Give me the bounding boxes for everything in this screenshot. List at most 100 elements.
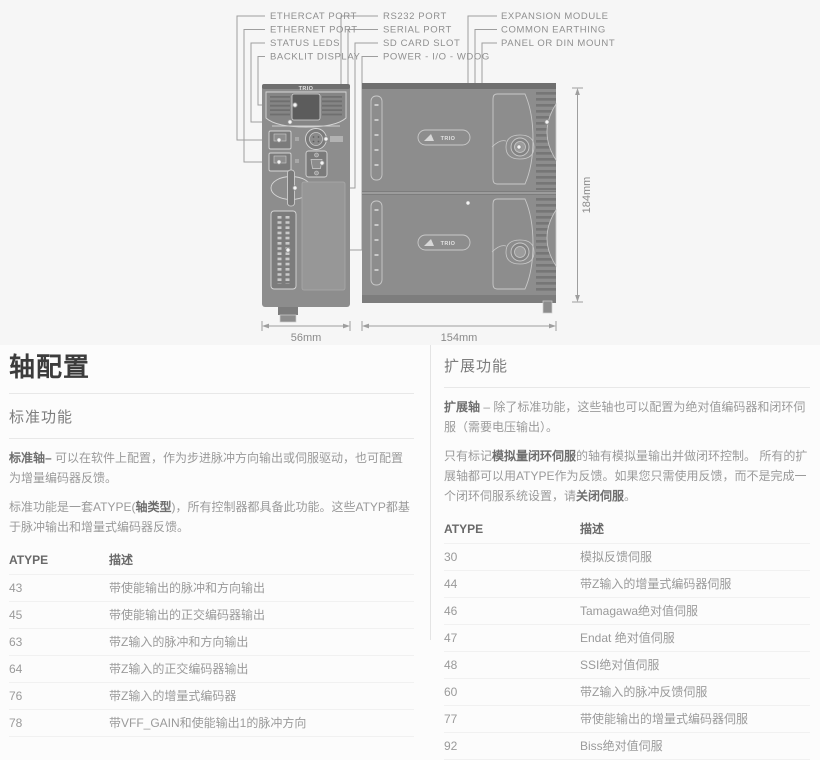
atype-value: 45 — [9, 607, 23, 622]
module-door — [492, 198, 534, 290]
expansion-module-1: TRIO — [370, 92, 557, 190]
column-header-desc: 描述 — [109, 553, 134, 567]
atype-description: 带Z输入的脉冲和方向输出 — [109, 635, 249, 649]
atype-value: 43 — [9, 580, 23, 595]
table-row: 76 带Z输入的增量式编码器 — [9, 683, 414, 710]
table-row: 60 带Z输入的脉冲反馈伺服 — [444, 679, 810, 706]
standard-features-header: 标准功能 — [9, 409, 74, 426]
label-serial-port: SERIAL PORT — [383, 25, 452, 36]
callout-line-ethernet — [243, 29, 277, 163]
atype-description: 带VFF_GAIN和使能输出1的脉冲方向 — [109, 716, 307, 730]
divider — [9, 438, 414, 439]
expansion-module-illustration: TRIO TRIO — [362, 83, 557, 314]
atype-description: 带Z输入的增量式编码器伺服 — [580, 577, 732, 591]
atype-value: 78 — [9, 715, 23, 730]
table-header-row: ATYPE 描述 — [9, 546, 414, 575]
product-diagram-section: TRIO — [0, 0, 820, 345]
bottom-rail — [362, 295, 556, 303]
earthing-screw — [491, 239, 535, 265]
table-row: 47 Endat 绝对值伺服 — [444, 625, 810, 652]
dimension-184mm: 184mm — [581, 177, 593, 214]
callout-dots — [276, 102, 550, 253]
atype-value: 47 — [444, 630, 458, 645]
side-door-panel — [301, 181, 346, 291]
atype-description: Biss绝对值伺服 — [580, 739, 663, 753]
dimension-56mm: 56mm — [291, 332, 322, 344]
rs232-db9-connector — [305, 150, 328, 178]
label-ethernet-port: ETHERNET PORT — [270, 25, 358, 36]
atype-description: 模拟反馈伺服 — [580, 550, 653, 564]
trio-triangle-icon — [424, 134, 434, 141]
standard-atype-table: ATYPE 描述 43 带使能输出的脉冲和方向输出 45 带使能输出的正交编码器… — [9, 546, 414, 737]
axis-configuration-section: 轴配置 标准功能 标准轴– 可以在软件上配置，作为步进脉冲方向输出或伺服驱动，也… — [0, 345, 820, 760]
table-row: 63 带Z输入的脉冲和方向输出 — [9, 629, 414, 656]
label-panel-or-din-mount: PANEL OR DIN MOUNT — [501, 38, 615, 49]
divider — [9, 393, 414, 394]
column-header-desc: 描述 — [580, 522, 605, 536]
table-row: 45 带使能输出的正交编码器输出 — [9, 602, 414, 629]
label-power-io-wdog: POWER - I/O - WDOG — [383, 52, 490, 63]
atype-description: 带使能输出的脉冲和方向输出 — [109, 581, 266, 595]
atype-value: 44 — [444, 576, 458, 591]
atype-description: SSI绝对值伺服 — [580, 658, 660, 672]
divider — [444, 387, 810, 388]
atype-value: 77 — [444, 711, 458, 726]
callout-line-ethercat — [236, 15, 277, 141]
atype-value: 46 — [444, 603, 458, 618]
din-foot — [542, 300, 553, 314]
logo-plate: TRIO — [417, 129, 471, 146]
page-title: 轴配置 — [9, 352, 91, 382]
svg-text:TRIO: TRIO — [441, 241, 456, 247]
label-sd-card-slot: SD CARD SLOT — [383, 38, 460, 49]
table-row: 48 SSI绝对值伺服 — [444, 652, 810, 679]
label-backlit-display: BACKLIT DISPLAY — [270, 52, 361, 63]
expansion-module-2: TRIO — [370, 198, 557, 294]
trio-triangle-icon — [424, 239, 434, 246]
atype-description: Endat 绝对值伺服 — [580, 631, 675, 645]
expanded-para-1: 扩展轴 – 除了标准功能，这些轴也可以配置为绝对值编码器和闭环伺服（需要电压输出… — [444, 400, 806, 434]
module-door — [492, 93, 534, 185]
expanded-para-2: 只有标记模拟量闭环伺服的轴有模拟量输出并做闭环控制。 所有的扩展轴都可以用ATY… — [444, 449, 808, 503]
din-clip-notch — [546, 208, 557, 268]
dimension-154mm: 154mm — [441, 332, 478, 344]
atype-description: 带Z输入的脉冲反馈伺服 — [580, 685, 708, 699]
label-status-leds: STATUS LEDS — [270, 38, 340, 49]
din-clip-notch — [546, 102, 557, 162]
table-row: 46 Tamagawa绝对值伺服 — [444, 598, 810, 625]
table-row: 77 带使能输出的增量式编码器伺服 — [444, 706, 810, 733]
atype-description: 带使能输出的正交编码器输出 — [109, 608, 266, 622]
atype-value: 48 — [444, 657, 458, 672]
indicator-strip — [370, 95, 383, 181]
expanded-features-header: 扩展功能 — [444, 358, 509, 375]
atype-value: 64 — [9, 661, 23, 676]
controller-unit-illustration: TRIO — [262, 84, 350, 323]
serial-port-connector — [305, 128, 343, 150]
bottom-connector — [278, 307, 298, 323]
indicator-strip — [370, 200, 383, 286]
column-header-atype: ATYPE — [444, 521, 484, 536]
atype-description: 带Z输入的正交编码器输出 — [109, 662, 249, 676]
table-row: 43 带使能输出的脉冲和方向输出 — [9, 575, 414, 602]
atype-value: 30 — [444, 549, 458, 564]
atype-description: Tamagawa绝对值伺服 — [580, 604, 699, 618]
table-row: 30 模拟反馈伺服 — [444, 544, 810, 571]
standard-features-column: 轴配置 标准功能 标准轴– 可以在软件上配置，作为步进脉冲方向输出或伺服驱动，也… — [0, 345, 430, 737]
atype-description: 带使能输出的增量式编码器伺服 — [580, 712, 749, 726]
logo-plate: TRIO — [417, 234, 471, 251]
power-io-terminal-block — [270, 210, 297, 290]
column-header-atype: ATYPE — [9, 552, 49, 567]
atype-value: 92 — [444, 738, 458, 753]
table-row: 92 Biss绝对值伺服 — [444, 733, 810, 760]
table-row: 44 带Z输入的增量式编码器伺服 — [444, 571, 810, 598]
atype-description: 带Z输入的增量式编码器 — [109, 689, 237, 703]
expanded-atype-table: ATYPE 描述 30 模拟反馈伺服 44 带Z输入的增量式编码器伺服 — [444, 515, 810, 760]
dimension-arrowheads — [262, 88, 580, 329]
standard-para-2: 标准功能是一套ATYPE(轴类型)，所有控制器都具备此功能。这些ATYP都基于脉… — [9, 500, 410, 534]
label-rs232-port: RS232 PORT — [383, 11, 447, 22]
table-header-row: ATYPE 描述 — [444, 515, 810, 544]
label-common-earthing: COMMON EARTHING — [501, 25, 606, 36]
callout-labels: ETHERCAT PORT ETHERNET PORT STATUS LEDS … — [270, 11, 615, 63]
standard-para-1: 标准轴– 可以在软件上配置，作为步进脉冲方向输出或伺服驱动，也可配置为增量编码器… — [9, 451, 404, 485]
expanded-features-column: 扩展功能 扩展轴 – 除了标准功能，这些轴也可以配置为绝对值编码器和闭环伺服（需… — [430, 345, 820, 760]
label-ethercat-port: ETHERCAT PORT — [270, 11, 357, 22]
